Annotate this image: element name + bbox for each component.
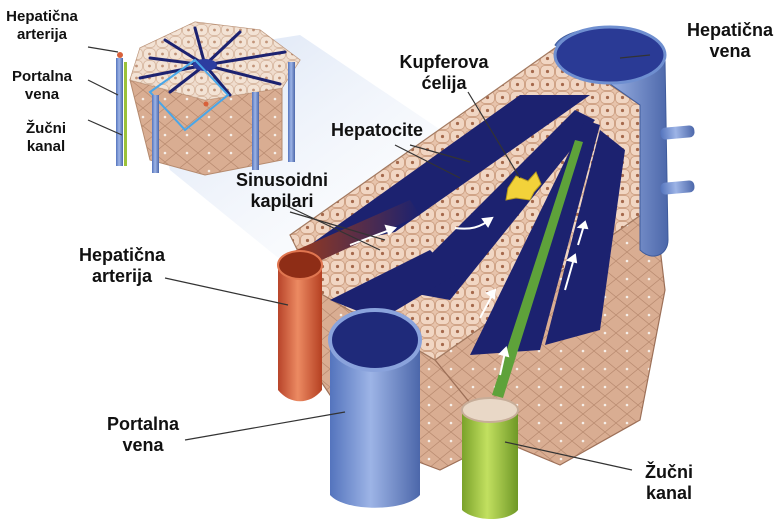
- hepatic-artery-vessel: [278, 251, 322, 401]
- label-inset-hepaticna-arterija: Hepatična arterija: [0, 8, 84, 43]
- label-hepaticna-vena-line2: vena: [680, 41, 780, 62]
- label-zucni-kanal: Žučni kanal: [632, 462, 706, 504]
- label-portalna-vena-line1: Portalna: [98, 414, 188, 435]
- label-hepatocite-text: Hepatocite: [322, 120, 432, 141]
- bile-duct-vessel: [462, 398, 518, 519]
- portal-vein-vessel: [330, 310, 420, 508]
- label-kupferova-celija-line2: ćelija: [392, 73, 496, 94]
- label-inset-portalna-vena-line2: vena: [0, 86, 84, 104]
- label-inset-zucni-kanal: Žučni kanal: [8, 120, 84, 155]
- label-sinusoidni-kapilari-line2: kapilari: [222, 191, 342, 212]
- label-hepatocite: Hepatocite: [322, 120, 432, 141]
- label-portalna-vena: Portalna vena: [98, 414, 188, 456]
- label-inset-portalna-vena-line1: Portalna: [0, 68, 84, 86]
- label-hepaticna-arterija-line2: arterija: [74, 266, 170, 287]
- label-hepaticna-arterija-line1: Hepatična: [74, 245, 170, 266]
- label-kupferova-celija-line1: Kupferova: [392, 52, 496, 73]
- inset-lobule: [116, 22, 300, 175]
- label-hepaticna-vena-line1: Hepatična: [680, 20, 780, 41]
- label-inset-zucni-kanal-line2: kanal: [8, 138, 84, 156]
- label-hepaticna-arterija: Hepatična arterija: [74, 245, 170, 287]
- label-hepaticna-vena: Hepatična vena: [680, 20, 780, 62]
- label-inset-zucni-kanal-line1: Žučni: [8, 120, 84, 138]
- label-zucni-kanal-line2: kanal: [632, 483, 706, 504]
- label-inset-hepaticna-arterija-line1: Hepatična: [0, 8, 84, 26]
- label-kupferova-celija: Kupferova ćelija: [392, 52, 496, 94]
- label-zucni-kanal-line1: Žučni: [632, 462, 706, 483]
- label-sinusoidni-kapilari-line1: Sinusoidni: [222, 170, 342, 191]
- label-inset-portalna-vena: Portalna vena: [0, 68, 84, 103]
- label-sinusoidni-kapilari: Sinusoidni kapilari: [222, 170, 342, 212]
- label-inset-hepaticna-arterija-line2: arterija: [0, 26, 84, 44]
- label-portalna-vena-line2: vena: [98, 435, 188, 456]
